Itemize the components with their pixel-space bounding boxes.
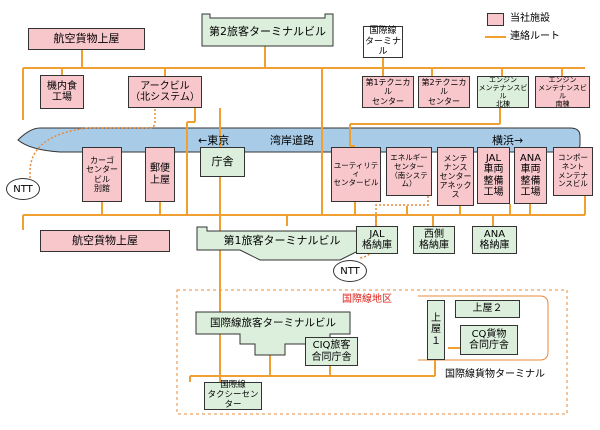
post-warehouse: 郵便 上屋 xyxy=(145,147,175,202)
ana-hangar: ANA 格納庫 xyxy=(472,226,517,254)
ana-vehicle-maint: ANA 車両 整備 工場 xyxy=(514,147,547,204)
intl-area-label: 国際線地区 xyxy=(342,294,392,305)
west-hangar: 西側 格納庫 xyxy=(413,226,455,254)
component-maint: コンポー ネント メンテナ ンスビル xyxy=(553,147,593,196)
engine-maint-south: エンジン メンテナンスビル 南棟 xyxy=(535,76,590,108)
ntt-right: NTT xyxy=(333,260,367,282)
jal-vehicle-maint: JAL 車両 整備 工場 xyxy=(477,147,510,204)
intl-terminal-small: 国際線 ターミナル xyxy=(363,26,403,58)
highway-yokohama-label: 横浜→ xyxy=(492,134,524,147)
government-office: 庁舎 xyxy=(200,147,245,177)
cargo-building-1: 上 屋 １ xyxy=(427,300,445,360)
intl-cargo-terminal-label: 国際線貨物ターミナル xyxy=(445,369,545,380)
jal-hangar: JAL 格納庫 xyxy=(356,226,398,254)
legend-own-facility-label: 当社施設 xyxy=(510,13,550,24)
engine-maint-north: エンジン メンテナンスビル 北棟 xyxy=(477,75,529,109)
intl-terminal-label: 国際線旅客ターミナルビル xyxy=(210,316,336,329)
terminal1-label: 第1旅客ターミナルビル xyxy=(223,233,341,247)
intl-area-boundary xyxy=(176,289,568,415)
cq-cargo-office: CQ貨物 合同庁舎 xyxy=(460,325,518,355)
cargo-center-annex: カーゴ センター ビル 別館 xyxy=(82,147,122,202)
intl-terminal-outline xyxy=(195,311,351,356)
terminal2-outline xyxy=(201,13,334,47)
legend-own-facility-swatch xyxy=(487,13,504,26)
highway-road-label: 湾岸道路 xyxy=(270,134,314,147)
highway-tokyo-label: ←東京 xyxy=(198,134,230,147)
cargo-warehouse-top: 航空貨物上屋 xyxy=(28,28,145,50)
tech-center-1: 第1テクニカル センター xyxy=(362,76,414,108)
maintenance-annex: メンテ ナンス センター アネックス xyxy=(437,147,474,206)
cargo-building-2: 上屋２ xyxy=(455,300,520,318)
terminal2-label: 第2旅客ターミナルビル xyxy=(209,24,326,38)
intl-cargo-boundary xyxy=(418,295,549,361)
ciq-office: CIQ旅客 合同庁舎 xyxy=(305,337,358,366)
utility-center: ユーティリティ センタービル xyxy=(331,147,381,202)
energy-center: エネルギー センター （南システム） xyxy=(386,147,432,196)
ntt-left: NTT xyxy=(6,178,40,200)
intl-taxi-center: 国際線 タクシーセンター xyxy=(204,380,262,410)
catering-factory: 機内食 工場 xyxy=(40,75,84,109)
cargo-warehouse-bottom: 航空貨物上屋 xyxy=(40,230,170,252)
ntt-link-left xyxy=(29,109,156,178)
arc-building: アークビル （北システム） xyxy=(128,76,202,108)
legend-route-label: 連絡ルート xyxy=(510,31,560,42)
tech-center-2: 第2テクニカル センター xyxy=(418,76,470,108)
ntt-link-right xyxy=(359,196,429,259)
